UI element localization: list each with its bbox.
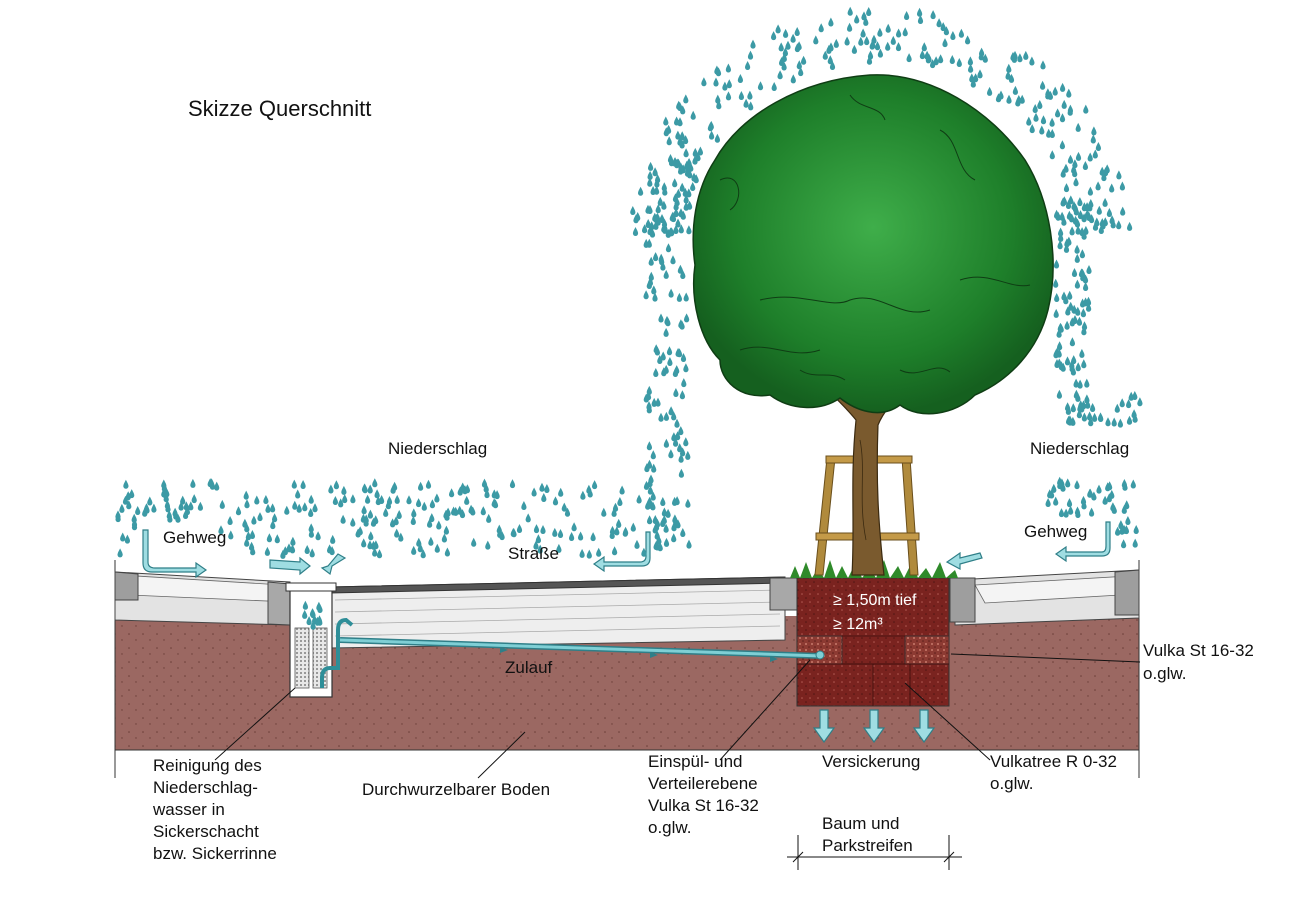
label-volume: ≥ 12m³ [833,616,883,633]
flow-arrows [142,521,1111,579]
label-versickerung: Versickerung [822,752,921,771]
diagram-title: Skizze Querschnitt [188,96,372,121]
leader-lines [214,653,1141,870]
label-gehweg-left: Gehweg [163,528,227,547]
label-niederschlag-right: Niederschlag [1030,439,1130,458]
label-vulka-st-2: o.glw. [1143,664,1187,683]
label-zulauf: Zulauf [505,658,553,677]
label-niederschlag-left: Niederschlag [388,439,488,458]
label-reinigung: Reinigung des Niederschlag- wasser in Si… [153,756,277,863]
label-vulka-st-1: Vulka St 16-32 [1143,641,1254,660]
road [329,576,801,649]
sidewalk-right [949,569,1140,626]
tree-crown [692,74,1054,415]
sidewalk-left [114,571,291,626]
label-gehweg-right: Gehweg [1024,522,1088,541]
inflow-pipe [339,637,825,662]
percolation-arrows [812,709,936,744]
label-boden: Durchwurzelbarer Boden [362,780,551,799]
label-depth: ≥ 1,50m tief [833,592,917,609]
infiltration-shaft [285,582,354,698]
label-einspuel: Einspül- und Verteilerebene Vulka St 16-… [648,752,759,837]
label-strasse: Straße [508,544,560,563]
label-vulkatree: Vulkatree R 0-32 o.glw. [990,752,1117,793]
label-baum: Baum und Parkstreifen [822,814,913,855]
tree-pit [796,577,950,707]
